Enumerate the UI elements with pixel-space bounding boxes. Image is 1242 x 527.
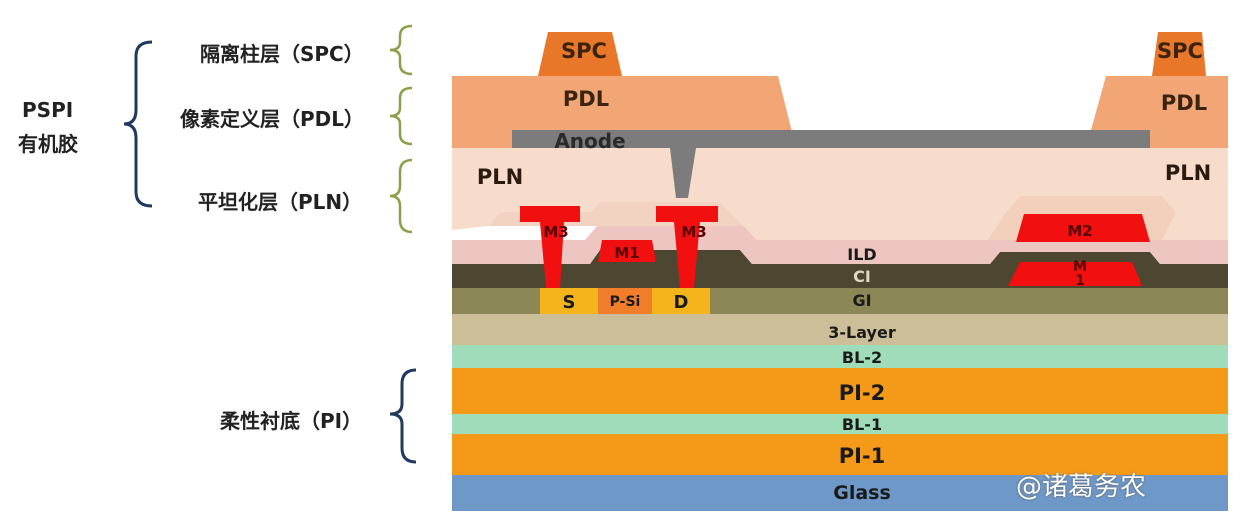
spc-right [1152, 32, 1206, 76]
pdl-left-label: PDL [563, 87, 609, 111]
drain-block [652, 288, 710, 314]
m2-label: M2 [1067, 222, 1092, 240]
source-label: S [563, 292, 576, 313]
anode-label: Anode [554, 129, 625, 153]
bl2-label: BL-2 [842, 348, 882, 367]
pi1-label: PI-1 [839, 444, 886, 468]
pspi-label: PSPI [22, 98, 74, 122]
spc-layer-label: 隔离柱层（SPC） [200, 42, 364, 66]
pdl-layer-label: 像素定义层（PDL） [180, 107, 365, 131]
bl2-layer [452, 345, 1228, 368]
psi-block [598, 288, 652, 314]
pi1-layer [452, 434, 1228, 475]
spc-brace [389, 24, 413, 76]
pln-layer [452, 148, 1228, 240]
pspi-brace [123, 40, 153, 208]
psi-label: P-Si [610, 294, 641, 310]
m3-left-label: M3 [543, 223, 568, 241]
spc-right-label: SPC [1157, 39, 1203, 63]
pi2-label: PI-2 [839, 381, 886, 405]
m1-left-label: M1 [614, 244, 639, 262]
anode-layer [512, 130, 1150, 198]
gi-label: GI [852, 291, 871, 310]
pi-substrate-label: 柔性衬底（PI） [220, 409, 363, 433]
spc-left-label: SPC [561, 39, 607, 63]
pi-brace [389, 368, 417, 464]
m1-right [1008, 262, 1142, 286]
pi2-layer [452, 368, 1228, 414]
organic-glue-label: 有机胶 [18, 132, 78, 156]
m1-left [598, 240, 656, 262]
three-layer [452, 314, 1228, 345]
pln-right-label: PLN [1165, 161, 1211, 185]
pdl-left [452, 76, 792, 132]
pln-brace [389, 158, 413, 234]
m3-right-label: M3 [681, 223, 706, 241]
m2 [1016, 214, 1150, 242]
bl1-label: BL-1 [842, 415, 882, 434]
three-layer-label: 3-Layer [828, 323, 896, 342]
glass-layer [452, 475, 1228, 511]
m1-right-label-1: M [1073, 259, 1087, 275]
drain-label: D [674, 292, 689, 313]
source-block [540, 288, 598, 314]
watermark: @诸葛务农 [1016, 472, 1147, 502]
glass-label: Glass [833, 482, 891, 504]
bl1-layer [452, 414, 1228, 434]
pln-layer-label: 平坦化层（PLN） [198, 190, 363, 214]
m1-right-label-2: 1 [1075, 273, 1085, 289]
m3-left [520, 206, 580, 288]
ild-label: ILD [847, 245, 876, 264]
pln-left-label: PLN [477, 165, 523, 189]
spc-left [538, 32, 622, 76]
m3-right [656, 206, 718, 288]
ci-label: CI [853, 267, 871, 286]
pdl-right-label: PDL [1161, 91, 1207, 115]
pdl-brace [389, 86, 413, 146]
